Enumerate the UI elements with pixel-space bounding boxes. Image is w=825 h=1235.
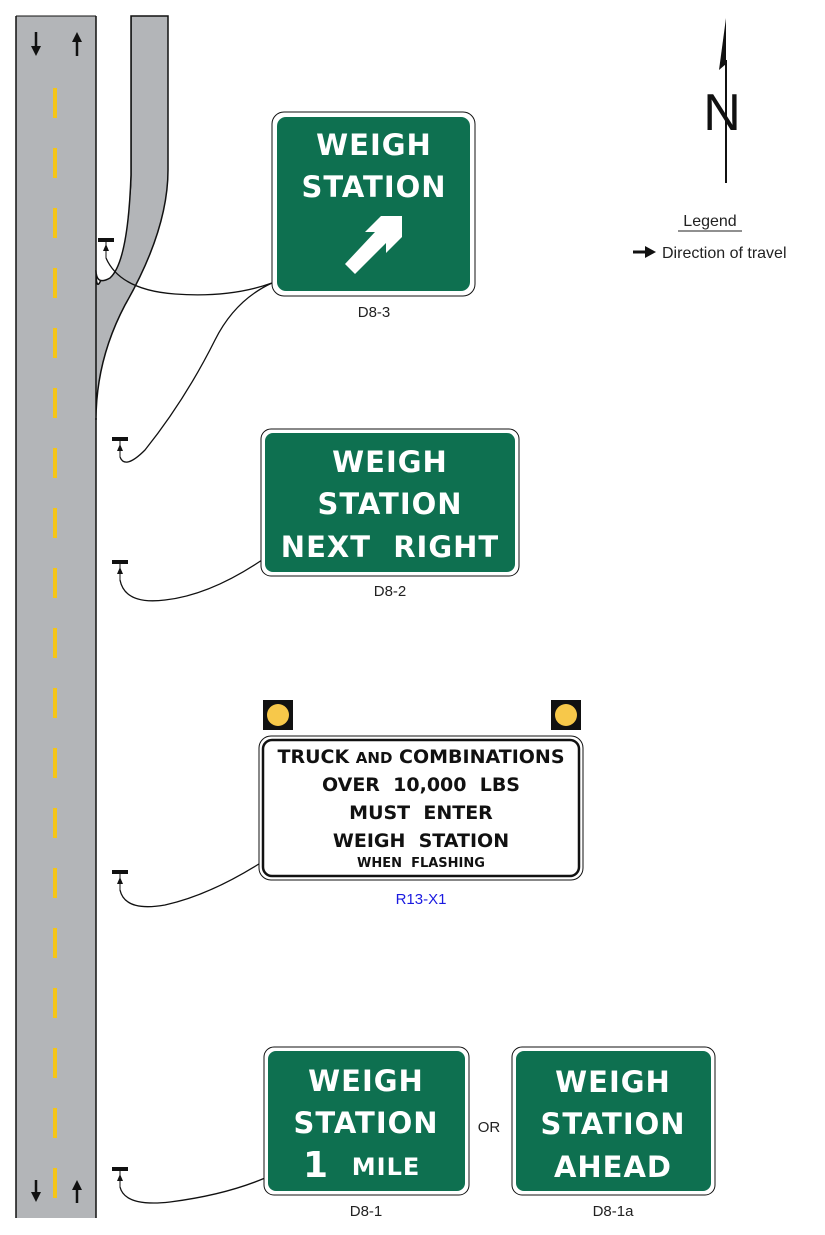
sign-r13-x1: TRUCK AND COMBINATIONS OVER 10,000 LBS M… [258,700,584,908]
ramp-roadway [16,16,96,1218]
lane-dash [53,208,57,238]
sign-r13-x1-line-4: WEIGH STATION [333,830,509,852]
direction-arrows-top [31,32,82,56]
arrow-down-icon [31,1180,41,1202]
sign-d8-1-unit: MILE [352,1153,421,1181]
sign-d8-2-line-1: WEIGH [332,445,448,479]
legend: Legend Direction of travel [633,213,787,262]
lane-dash [53,148,57,178]
leader-line [119,861,263,908]
lane-dash [53,568,57,598]
lane-dash [53,748,57,778]
beacon-right-icon [551,700,581,730]
lane-dash [53,268,57,298]
lane-dash [53,808,57,838]
lane-dash [53,448,57,478]
sign-r13-x1-code: R13-X1 [396,891,447,908]
sign-d8-1-code: D8-1 [350,1203,383,1220]
gore-area [95,16,132,282]
lane-dash [53,928,57,958]
lane-dash [53,628,57,658]
arrow-up-icon [72,32,82,56]
lane-dash [53,1048,57,1078]
lane-dash [53,988,57,1018]
sign-d8-1: WEIGH STATION 1 MILE D8-1 [263,1046,470,1220]
sign-d8-1-line-1: WEIGH [308,1064,424,1098]
leader-line [119,1177,266,1204]
sign-post-icon [112,870,128,890]
sign-locations [98,238,273,1204]
sign-d8-2-line-2: STATION [317,487,462,521]
sign-d8-2-line-3: NEXT RIGHT [281,530,499,564]
exit-ramp [95,15,169,421]
arrow-up-right-icon [345,216,402,274]
arrow-down-icon [31,32,41,56]
lane-dash [53,88,57,118]
lane-dash [53,688,57,718]
sign-r13-x1-line-1: TRUCK AND COMBINATIONS [277,746,564,768]
leader-line [105,257,273,296]
sign-d8-2-code: D8-2 [374,583,407,600]
lane-dash [53,1168,57,1198]
lane-markings [53,88,57,1198]
north-label: N [703,84,741,142]
sign-r13-x1-word-combinations: COMBINATIONS [399,746,564,768]
lane-dash [53,328,57,358]
sign-d8-1a: WEIGH STATION AHEAD D8-1a [511,1046,716,1220]
sign-r13-x1-line-2: OVER 10,000 LBS [322,774,520,796]
direction-arrows-bottom [31,1180,82,1203]
sign-post-icon [112,1167,128,1187]
sign-r13-x1-line-5: WHEN FLASHING [357,856,485,871]
sign-r13-x1-word-and: AND [356,749,393,767]
legend-title: Legend [683,213,736,230]
sign-r13-x1-line-3: MUST ENTER [349,802,493,824]
sign-d8-3-code: D8-3 [358,304,391,321]
or-label: OR [478,1119,501,1136]
leader-line [119,282,273,463]
sign-d8-1a-line-3: AHEAD [554,1150,672,1184]
sign-d8-1a-line-1: WEIGH [555,1065,671,1099]
north-arrow: N [703,18,741,183]
lane-dash [53,508,57,538]
north-arrow-icon [719,18,726,70]
sign-post-icon [112,560,128,580]
lane-dash [53,868,57,898]
arrow-right-icon [633,246,656,258]
sign-d8-2: WEIGH STATION NEXT RIGHT D8-2 [260,428,520,600]
leader-line [119,559,263,602]
road [15,15,169,1218]
lane-dash [53,388,57,418]
sign-d8-3-line-1: WEIGH [316,128,432,162]
sign-d8-1a-line-2: STATION [540,1107,685,1141]
sign-d8-3-line-2: STATION [301,170,446,204]
lane-dash [53,1108,57,1138]
sign-d8-1-line-2: STATION [293,1106,438,1140]
beacon-left-icon [263,700,293,730]
sign-r13-x1-word-truck: TRUCK [277,746,350,768]
sign-post-icon [112,437,128,457]
sign-d8-3: WEIGH STATION D8-3 [271,111,476,321]
sign-d8-1-number: 1 [303,1145,329,1186]
legend-item-direction: Direction of travel [662,245,787,262]
arrow-up-icon [72,1180,82,1203]
sign-post-icon [98,238,114,258]
sign-d8-1a-code: D8-1a [593,1203,635,1220]
